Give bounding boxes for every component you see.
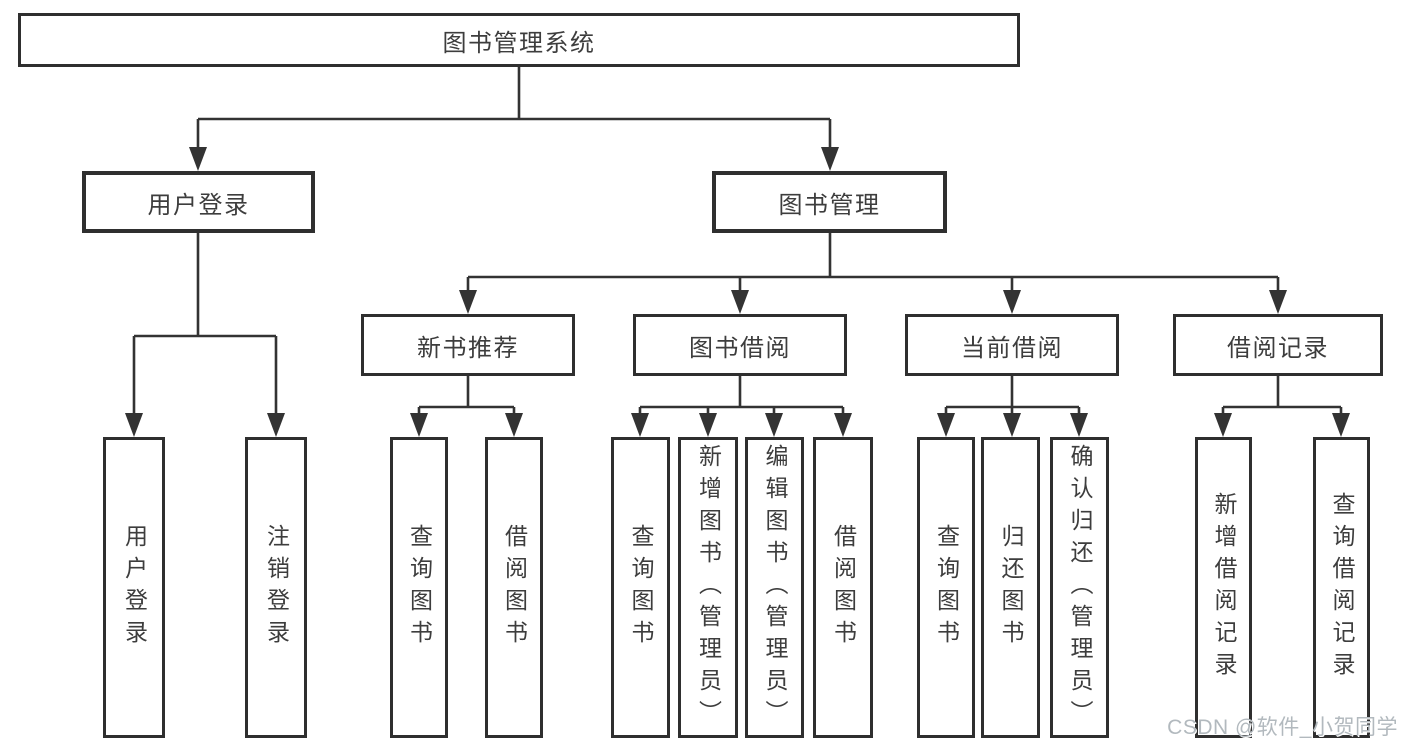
arrowhead	[459, 290, 477, 314]
node-label: 新增图书（管理员）	[695, 443, 722, 732]
arrowhead	[410, 413, 428, 437]
node-label: 查询图书	[406, 523, 433, 652]
node-label: 查询图书	[933, 523, 960, 652]
arrowhead	[189, 147, 207, 171]
node-label: 注销登录	[263, 523, 290, 652]
arrowhead	[1332, 413, 1350, 437]
node-label: 图书管理	[778, 191, 881, 219]
arrowhead	[731, 290, 749, 314]
node-label: 图书管理系统	[442, 29, 596, 57]
node-label: 编辑图书（管理员）	[762, 443, 788, 732]
node-book-borrowing: 图书借阅	[633, 314, 847, 376]
node-new-book-recommend: 新书推荐	[361, 314, 575, 376]
node-library-management-system: 图书管理系统	[18, 13, 1020, 67]
connector-book-borrow-to-leaves	[631, 376, 852, 437]
arrowhead	[1214, 413, 1232, 437]
arrowhead	[937, 413, 955, 437]
node-leaf-borrow-books-2: 借阅图书	[813, 437, 873, 738]
node-leaf-user-login: 用户登录	[103, 437, 165, 738]
node-label: 图书借阅	[689, 334, 791, 362]
node-label: 查询借阅记录	[1329, 491, 1355, 684]
arrowhead	[505, 413, 523, 437]
node-label: 确认归还（管理员）	[1067, 443, 1093, 732]
arrowhead	[699, 413, 717, 437]
node-leaf-query-books-2: 查询图书	[611, 437, 670, 738]
node-label: 借阅记录	[1227, 334, 1329, 362]
node-label: 当前借阅	[961, 334, 1063, 362]
node-leaf-logout: 注销登录	[245, 437, 307, 738]
node-label: 用户登录	[121, 523, 148, 652]
node-leaf-borrow-books-1: 借阅图书	[485, 437, 543, 738]
connector-new-book-rec-to-leaves	[410, 376, 523, 437]
csdn-watermark: CSDN @软件_小贺同学	[1167, 716, 1398, 739]
node-leaf-return-books: 归还图书	[981, 437, 1040, 738]
node-label: 借阅图书	[830, 523, 857, 652]
node-leaf-confirm-return-admin: 确认归还（管理员）	[1050, 437, 1109, 738]
connector-user-login-to-leaves	[125, 233, 285, 437]
node-label: 借阅图书	[501, 523, 528, 652]
arrowhead	[267, 413, 285, 437]
node-leaf-query-books-1: 查询图书	[390, 437, 448, 738]
node-leaf-add-books-admin: 新增图书（管理员）	[678, 437, 738, 738]
arrowhead	[631, 413, 649, 437]
node-leaf-edit-books-admin: 编辑图书（管理员）	[745, 437, 804, 738]
node-leaf-query-books-3: 查询图书	[917, 437, 975, 738]
connector-borrow-records-to-leaves	[1214, 376, 1350, 437]
node-book-management: 图书管理	[712, 171, 947, 233]
arrowhead	[1003, 413, 1021, 437]
connector-root-to-level2	[189, 67, 839, 171]
node-label: 新书推荐	[417, 334, 519, 362]
arrowhead	[1269, 290, 1287, 314]
node-current-borrowing: 当前借阅	[905, 314, 1119, 376]
arrowhead	[821, 147, 839, 171]
connector-current-borrow-to-leaves	[937, 376, 1088, 437]
arrowhead	[1070, 413, 1088, 437]
connector-book-mgmt-to-level3	[459, 233, 1287, 314]
node-label: 新增借阅记录	[1211, 491, 1237, 684]
node-label: 归还图书	[998, 523, 1024, 652]
arrowhead	[765, 413, 783, 437]
arrowhead	[125, 413, 143, 437]
arrowhead	[1003, 290, 1021, 314]
node-label: 查询图书	[628, 523, 654, 652]
node-user-login: 用户登录	[82, 171, 315, 233]
node-leaf-query-borrow-record: 查询借阅记录	[1313, 437, 1370, 738]
node-borrowing-records: 借阅记录	[1173, 314, 1383, 376]
node-label: 用户登录	[147, 191, 250, 219]
node-leaf-add-borrow-record: 新增借阅记录	[1195, 437, 1252, 738]
arrowhead	[834, 413, 852, 437]
